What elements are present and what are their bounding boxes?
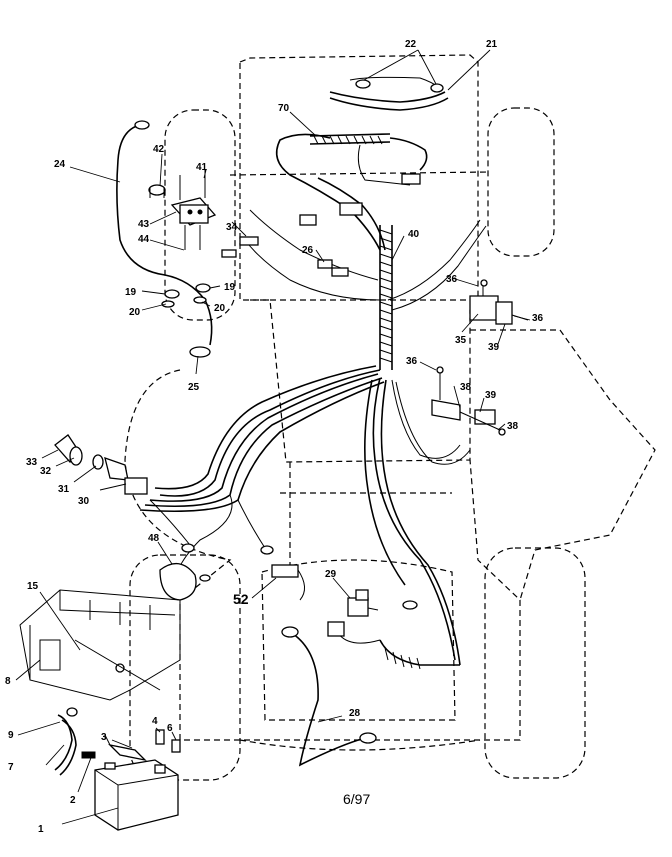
callout-9: 9	[8, 730, 14, 741]
callout-39-lower: 39	[485, 390, 497, 401]
battery-cable-top	[329, 76, 449, 111]
battery	[94, 759, 179, 831]
ground-cable-24	[116, 120, 166, 276]
callout-26: 26	[302, 245, 314, 256]
interlock-switch-assembly	[431, 366, 506, 436]
ground-cable-28	[281, 626, 377, 767]
seat-switch-assembly	[469, 279, 529, 325]
callout-19-left: 19	[125, 287, 137, 298]
callout-39-upper: 39	[488, 342, 500, 353]
callout-40: 40	[408, 229, 420, 240]
date-code: 6/97	[343, 791, 370, 807]
callout-29: 29	[325, 569, 337, 580]
callout-70: 70	[278, 103, 290, 114]
callout-33: 33	[26, 457, 38, 468]
callout-2: 2	[70, 795, 76, 806]
relay-29	[347, 589, 379, 617]
callout-7: 7	[8, 762, 14, 773]
leader-lines	[15, 49, 531, 825]
headlight-48	[159, 543, 274, 601]
lower-coil	[327, 600, 460, 670]
callout-25: 25	[188, 382, 200, 393]
hardware-19-20	[161, 236, 259, 308]
callout-21: 21	[486, 39, 498, 50]
callout-20-left: 20	[129, 307, 141, 318]
callout-15: 15	[27, 581, 39, 592]
callout-31: 31	[58, 484, 70, 495]
callout-43: 43	[138, 219, 150, 230]
callout-4: 4	[152, 716, 158, 727]
callout-48: 48	[148, 533, 160, 544]
callout-32: 32	[40, 466, 52, 477]
harness-coil-sleeve	[379, 225, 393, 370]
callout-19-right: 19	[224, 282, 236, 293]
callout-52: 52	[233, 591, 249, 607]
callout-36-top: 36	[446, 274, 458, 285]
callout-6: 6	[167, 723, 173, 734]
connector-52	[271, 564, 305, 601]
ignition-switch-parts	[54, 434, 148, 495]
solenoid-assembly	[148, 170, 217, 358]
callout-38-lower: 38	[507, 421, 519, 432]
harness-coil-70	[299, 133, 428, 226]
main-harness	[139, 133, 487, 666]
callout-labels: 1 2 3 4 6 7 8 9 15 19 19 20 20 21 22 24 …	[5, 39, 544, 835]
callout-36-right: 36	[532, 313, 544, 324]
connector-26	[317, 259, 349, 277]
callout-35: 35	[455, 335, 467, 346]
callout-3: 3	[101, 732, 107, 743]
callout-24: 24	[54, 159, 66, 170]
callout-38-upper: 38	[460, 382, 472, 393]
callout-8: 8	[5, 676, 11, 687]
callout-20-right: 20	[214, 303, 226, 314]
callout-30: 30	[78, 496, 90, 507]
callout-34: 34	[226, 222, 238, 233]
engine-block	[19, 589, 181, 701]
callout-28: 28	[349, 708, 361, 719]
callout-44: 44	[138, 234, 150, 245]
battery-cables-small	[54, 707, 181, 776]
callout-36-mid: 36	[406, 356, 418, 367]
callout-41: 41	[196, 162, 208, 173]
callout-22: 22	[405, 39, 417, 50]
callout-1: 1	[38, 824, 44, 835]
callout-42: 42	[153, 144, 165, 155]
